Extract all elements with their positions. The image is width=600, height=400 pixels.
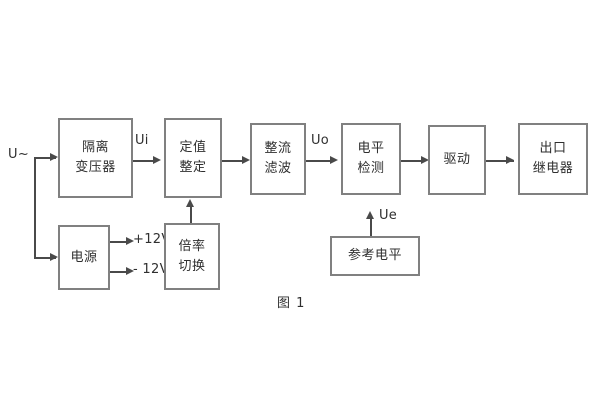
arrowhead-rail-positive: [126, 236, 134, 245]
block-output-relay[interactable]: 出口 继电器: [518, 123, 588, 195]
block-multiplier-switch[interactable]: 倍率 切换: [164, 223, 220, 290]
label-signal-ui: Ui: [135, 133, 149, 148]
block-line: 电源: [70, 249, 98, 265]
wire-input-stub: [34, 157, 56, 159]
block-setting-value[interactable]: 定值 整定: [164, 118, 222, 198]
block-reference-level[interactable]: 参考电平: [330, 236, 420, 276]
block-driver[interactable]: 驱动: [428, 125, 486, 195]
block-level-detection[interactable]: 电平 检测: [341, 123, 401, 195]
wire-level-detection-to-driver: [401, 160, 425, 162]
block-line: 隔离: [81, 140, 109, 156]
wire-setting-to-rectify: [222, 160, 246, 162]
block-line: 继电器: [532, 161, 574, 176]
block-line: 出口: [539, 141, 567, 157]
label-signal-uo: Uo: [311, 133, 329, 148]
block-rectify-filter[interactable]: 整流 滤波: [250, 123, 306, 195]
wire-input-to-power-supply: [34, 257, 56, 259]
label-input-source: U~: [8, 147, 30, 162]
block-power-supply[interactable]: 电源: [58, 225, 110, 290]
arrowhead-multiplier-to-setting: [186, 199, 194, 207]
label-rail-positive: +12V: [133, 232, 171, 247]
wire-multiplier-to-setting: [190, 206, 192, 223]
block-line: 倍率: [178, 238, 206, 254]
arrowhead-driver-to-output-relay: [506, 155, 514, 164]
wire-rail-negative: [110, 271, 130, 273]
block-line: 变压器: [75, 160, 116, 175]
arrowhead-reference-to-level-detection: [366, 211, 374, 219]
block-line: 驱动: [443, 152, 471, 168]
label-rail-negative: - 12V: [133, 262, 169, 277]
label-signal-ue: Ue: [379, 208, 397, 223]
block-line: 滤波: [264, 161, 292, 176]
wire-input-branch-vertical: [34, 157, 36, 258]
arrowhead-input-to-power-supply: [50, 252, 58, 261]
arrowhead-rail-negative: [126, 266, 134, 275]
figure-caption: 图 1: [277, 296, 306, 311]
arrowhead-level-detection-to-driver: [421, 155, 429, 164]
block-line: 参考电平: [347, 248, 402, 264]
wire-driver-to-output-relay: [486, 160, 514, 162]
arrowhead-transformer-to-setting: [153, 155, 161, 164]
block-line: 电平: [357, 141, 385, 157]
block-line: 整定: [179, 160, 207, 175]
arrowhead-rectify-to-level-detection: [330, 155, 338, 164]
arrowhead-setting-to-rectify: [242, 155, 250, 164]
block-line: 定值: [179, 140, 207, 156]
wire-transformer-to-setting: [133, 160, 157, 162]
wire-reference-to-level-detection: [370, 218, 372, 236]
arrowhead-input-to-transformer: [50, 152, 58, 161]
block-isolation-transformer[interactable]: 隔离 变压器: [58, 118, 133, 198]
wire-rectify-to-level-detection: [306, 160, 334, 162]
block-line: 整流: [264, 141, 292, 157]
block-line: 检测: [357, 161, 385, 176]
block-line: 切换: [178, 258, 206, 274]
wire-rail-positive: [110, 241, 130, 243]
